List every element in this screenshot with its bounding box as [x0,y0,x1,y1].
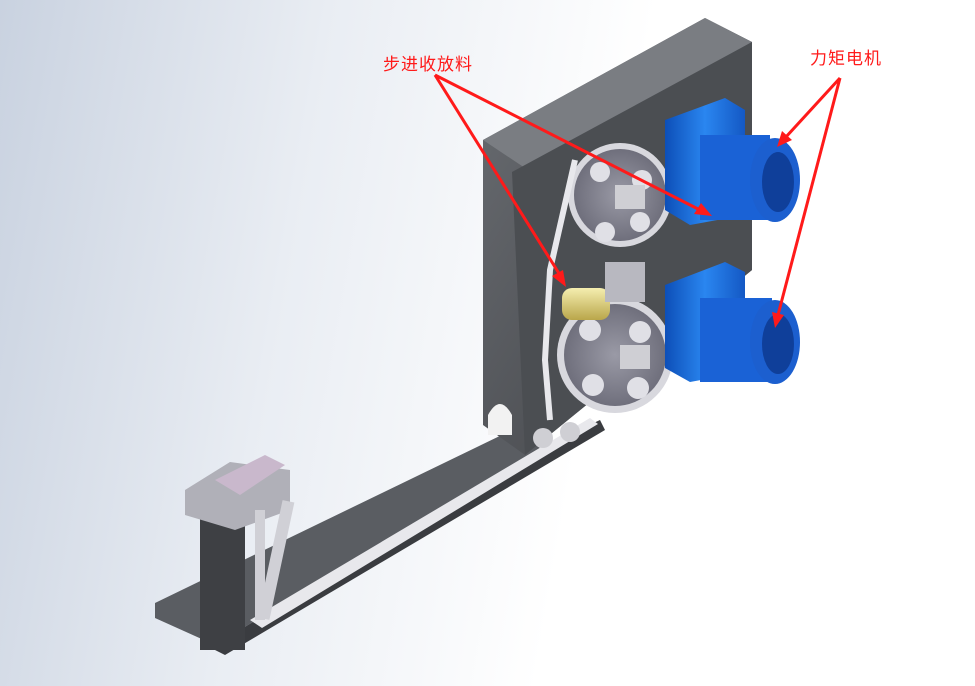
belt [533,159,580,448]
base-rail [155,418,605,655]
upper-reel [568,143,672,247]
annotation-arrows [433,73,842,328]
torque-motor-annotation: 力矩电机 [810,49,882,69]
upper-torque-motor [665,98,800,225]
stepper-feed-annotation: 步进收放料 [383,55,473,75]
lower-torque-motor [665,262,800,384]
guide-post [185,455,295,650]
lower-reel [557,297,673,413]
stepper-roller [562,262,645,320]
